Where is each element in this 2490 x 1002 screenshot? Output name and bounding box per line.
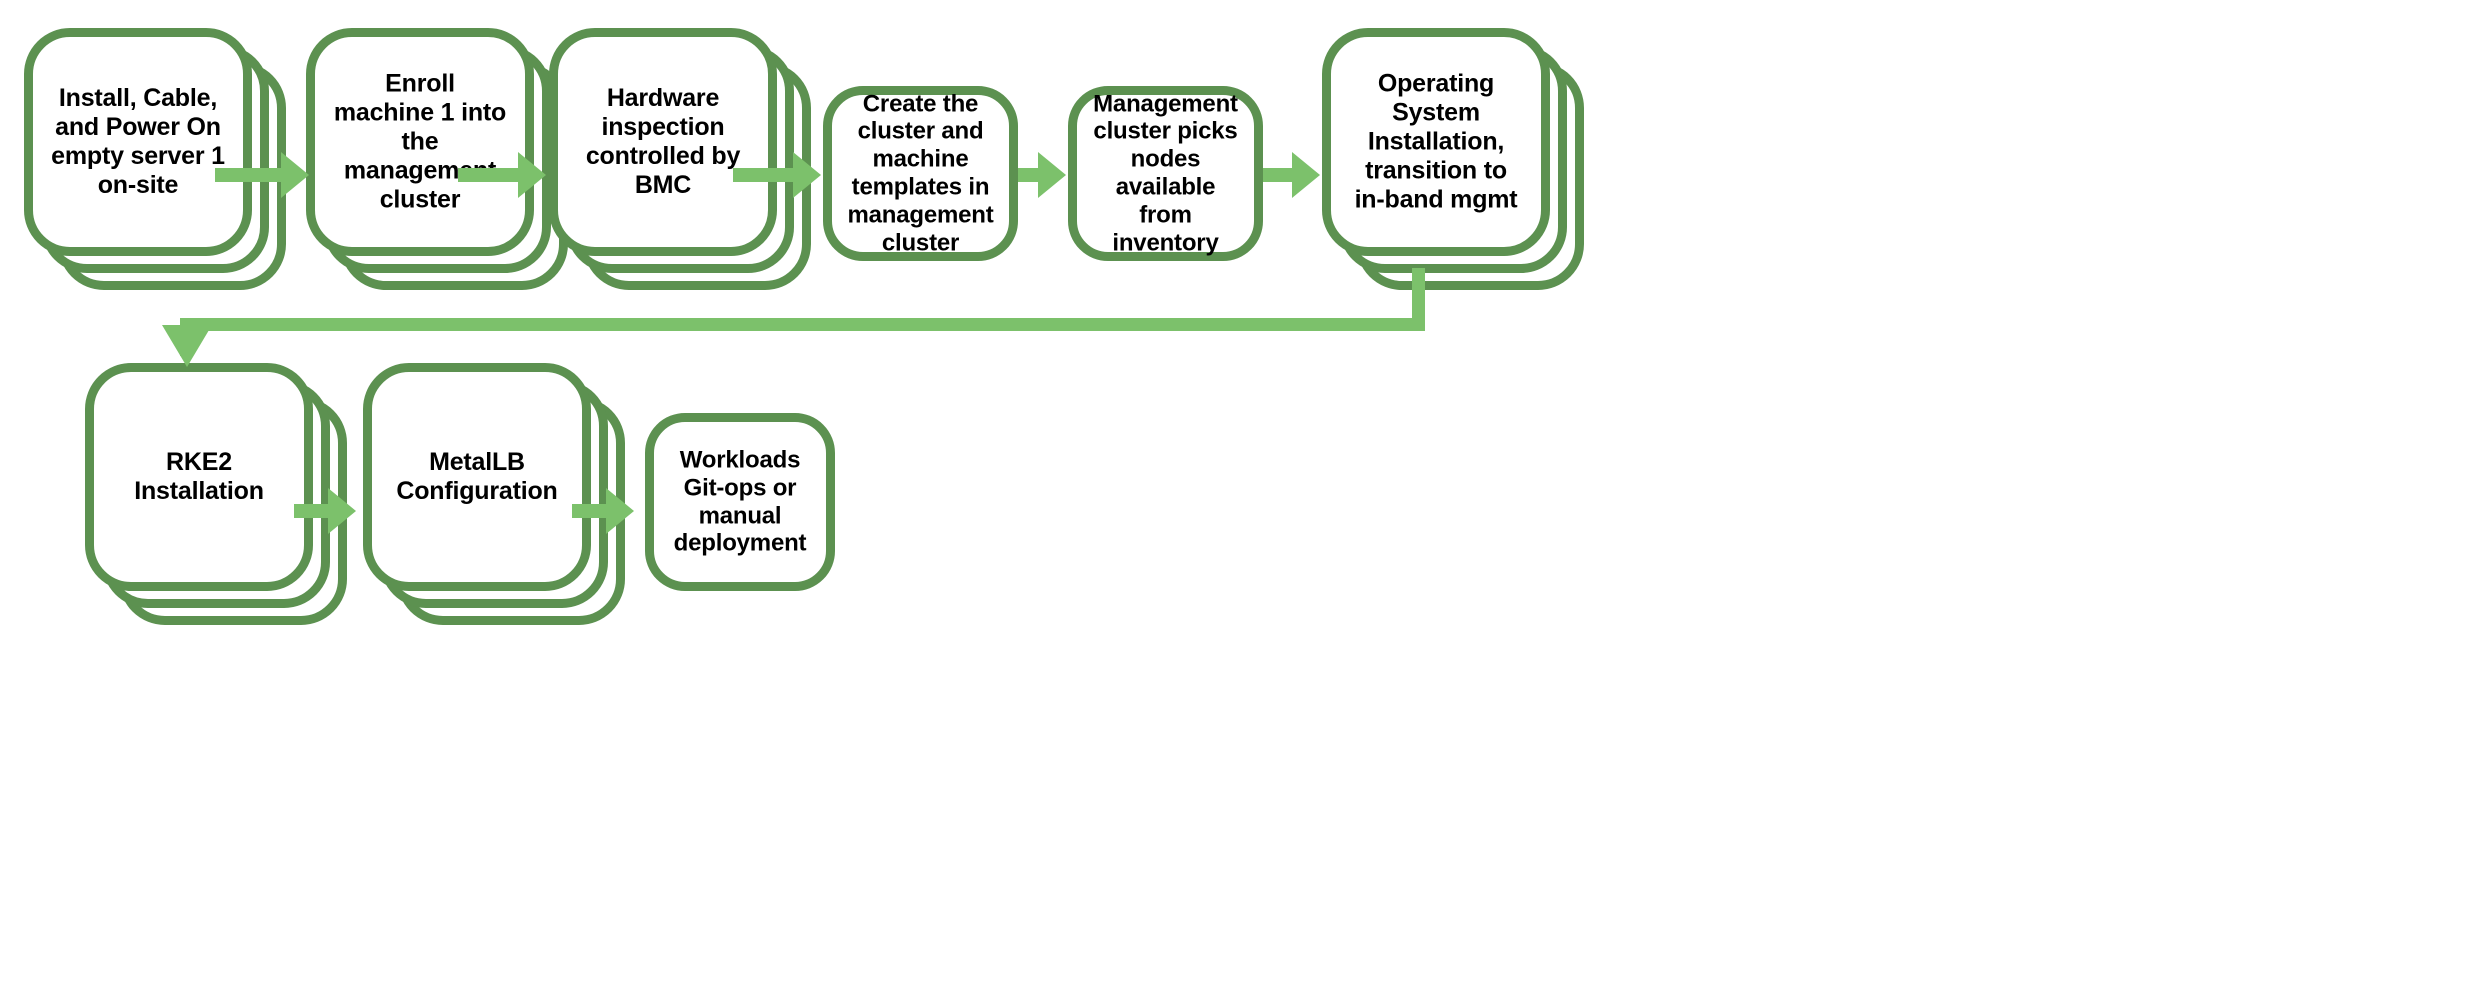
card-front[interactable]: Hardware inspection controlled by BMC xyxy=(549,28,777,256)
flow-node-os-installation[interactable]: Operating System Installation, transitio… xyxy=(1322,28,1584,290)
flow-node-label: Create the cluster and machine templates… xyxy=(847,90,994,257)
flow-node-label: Operating System Installation, transitio… xyxy=(1354,69,1518,214)
flow-node-rke2-installation[interactable]: RKE2 Installation xyxy=(85,363,347,625)
flow-node-label: Hardware inspection controlled by BMC xyxy=(585,84,741,199)
flow-node-label: Management cluster picks nodes available… xyxy=(1093,90,1238,257)
connector-arrow-n4-to-n5 xyxy=(1018,168,1040,182)
card-front[interactable]: Enroll machine 1 into the management clu… xyxy=(306,28,534,256)
card-front[interactable]: Create the cluster and machine templates… xyxy=(823,86,1018,261)
flow-node-label: Enroll machine 1 into the management clu… xyxy=(333,69,507,214)
card-front[interactable]: Management cluster picks nodes available… xyxy=(1068,86,1263,261)
flow-node-create-cluster-templates[interactable]: Create the cluster and machine templates… xyxy=(823,86,1018,261)
flow-node-label: MetalLB Configuration xyxy=(396,448,558,505)
connector-arrowhead-into-n7 xyxy=(162,325,212,367)
flow-node-hardware-inspection[interactable]: Hardware inspection controlled by BMC xyxy=(549,28,811,290)
connector-arrow-n1-to-n2 xyxy=(215,168,283,182)
connector-arrow-n3-to-n4 xyxy=(733,168,795,182)
flow-node-install-cable-power-on[interactable]: Install, Cable, and Power On empty serve… xyxy=(24,28,286,290)
flow-node-enroll-machine[interactable]: Enroll machine 1 into the management clu… xyxy=(306,28,568,290)
card-front[interactable]: Workloads Git-ops or manual deployment xyxy=(645,413,835,591)
card-front[interactable]: MetalLB Configuration xyxy=(363,363,591,591)
connector-segment-horizontal-to-left xyxy=(180,318,1425,331)
card-front[interactable]: Install, Cable, and Power On empty serve… xyxy=(24,28,252,256)
connector-arrow-n7-to-n8 xyxy=(294,504,330,518)
connector-arrow-n5-to-n6 xyxy=(1263,168,1294,182)
card-front[interactable]: Operating System Installation, transitio… xyxy=(1322,28,1550,256)
flow-node-cluster-picks-nodes[interactable]: Management cluster picks nodes available… xyxy=(1068,86,1263,261)
connector-arrow-n8-to-n9 xyxy=(572,504,608,518)
connector-arrow-n2-to-n3 xyxy=(458,168,520,182)
flow-node-label: Workloads Git-ops or manual deployment xyxy=(673,446,807,557)
connector-segment-n6-down xyxy=(1412,268,1425,318)
card-front[interactable]: RKE2 Installation xyxy=(85,363,313,591)
flow-node-metallb-configuration[interactable]: MetalLB Configuration xyxy=(363,363,625,625)
flow-node-label: RKE2 Installation xyxy=(134,448,264,505)
flow-node-label: Install, Cable, and Power On empty serve… xyxy=(51,84,225,199)
flow-node-workloads-deployment[interactable]: Workloads Git-ops or manual deployment xyxy=(645,413,835,591)
